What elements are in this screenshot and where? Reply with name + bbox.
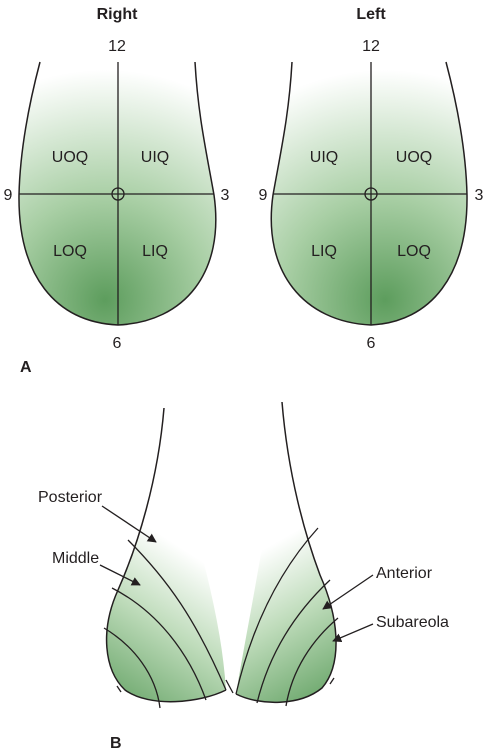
right-clock-6: 6 [113,335,122,352]
lateral-right-division-posterior [235,527,319,695]
panel-a-letter: A [20,359,32,376]
lateral-right-division-anterior [285,617,339,707]
right-clock-9: 9 [4,187,13,204]
right-breast-nipple [111,187,125,201]
arrow-posterior [101,505,157,543]
left-breast-nipple [364,187,378,201]
left-quadrant-uiq: UIQ [310,149,338,166]
lateral-right-outline [235,401,337,704]
lateral-left-tick [116,685,122,693]
arrow-middle [99,564,141,586]
panel-b: Posterior Middle Anterior Subareola B [38,401,449,750]
right-quadrant-uiq: UIQ [141,149,169,166]
lateral-left-outline [105,407,227,703]
right-breast-title: Right [97,6,139,23]
left-clock-9: 9 [259,187,268,204]
lateral-left-division-posterior [127,539,227,691]
right-quadrant-uoq: UOQ [52,149,88,166]
right-clock-3: 3 [221,187,230,204]
lateral-right-shading [236,402,337,703]
arrow-anterior [322,574,374,610]
right-breast-diagram: Right 12 6 9 3 UOQ UIQ LOQ LIQ [4,6,230,352]
lateral-left-division-anterior [103,627,161,709]
label-posterior: Posterior [38,489,103,506]
left-breast-title: Left [356,6,386,23]
lateral-right-division-middle [256,579,331,704]
left-quadrant-uoq: UOQ [396,149,432,166]
lateral-left-division-middle [111,587,207,701]
panel-a: Right 12 6 9 3 UOQ UIQ LOQ LIQ Left 12 6… [4,6,484,376]
right-quadrant-liq: LIQ [142,243,168,260]
left-clock-12: 12 [362,38,380,55]
left-clock-3: 3 [475,187,484,204]
lateral-left-tip [225,679,234,694]
lateral-breast-right-profile [235,401,339,707]
panel-b-letter: B [110,735,122,750]
left-quadrant-loq: LOQ [397,243,431,260]
lateral-breast-left-profile [103,407,234,709]
label-subareola: Subareola [376,614,449,631]
label-anterior: Anterior [376,565,433,582]
left-breast-diagram: Left 12 6 9 3 UIQ UOQ LIQ LOQ [259,6,484,352]
right-clock-12: 12 [108,38,126,55]
left-quadrant-liq: LIQ [311,243,337,260]
left-clock-6: 6 [367,335,376,352]
lateral-left-shading [106,408,226,702]
arrow-subareola [332,623,374,642]
right-quadrant-loq: LOQ [53,243,87,260]
label-middle: Middle [52,550,99,567]
lateral-right-tick [329,677,335,685]
